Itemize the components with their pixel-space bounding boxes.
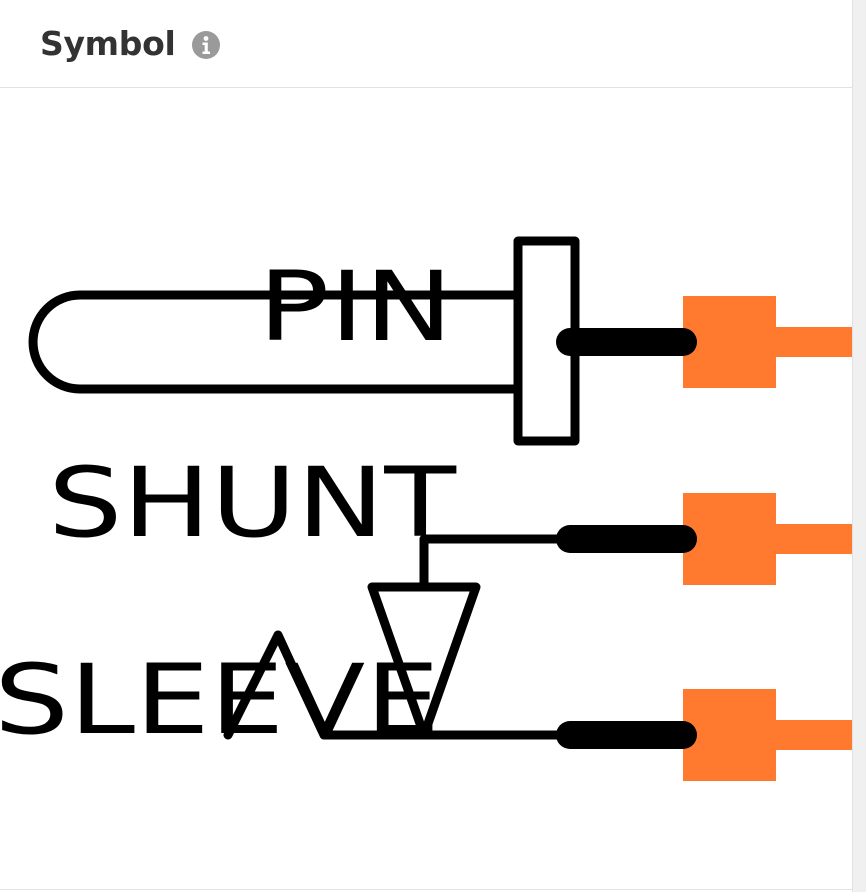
pin-lead-sleeve xyxy=(776,720,852,750)
pin-pad-sleeve[interactable] xyxy=(683,689,776,781)
pin-pad-shunt[interactable] xyxy=(683,493,776,585)
label-shunt: SHUNT xyxy=(48,447,456,559)
label-sleeve: SLEEVE xyxy=(0,644,440,756)
pin-stubs xyxy=(556,328,697,749)
pin-lead-shunt xyxy=(776,524,852,554)
shunt-triangle xyxy=(367,582,481,740)
plug-loop xyxy=(28,290,523,394)
panel-bottom-border xyxy=(0,889,852,892)
shunt-line xyxy=(419,534,580,590)
sleeve-line xyxy=(223,630,580,740)
jack-body xyxy=(28,236,580,740)
panel-title: Symbol xyxy=(40,24,176,63)
label-pin: PIN xyxy=(258,251,453,363)
pin-contact xyxy=(513,236,580,446)
pin-pad-pin[interactable] xyxy=(683,296,776,388)
info-circle-icon[interactable] xyxy=(191,30,221,60)
panel-header: Symbol xyxy=(0,0,852,88)
pin-pads xyxy=(683,296,852,781)
pin-lead-pin xyxy=(776,327,852,357)
panel-scroll-edge xyxy=(852,0,866,892)
symbol-canvas: PIN SHUNT SLEEVE xyxy=(0,89,852,889)
audio-jack-symbol: PIN SHUNT SLEEVE xyxy=(0,236,852,781)
